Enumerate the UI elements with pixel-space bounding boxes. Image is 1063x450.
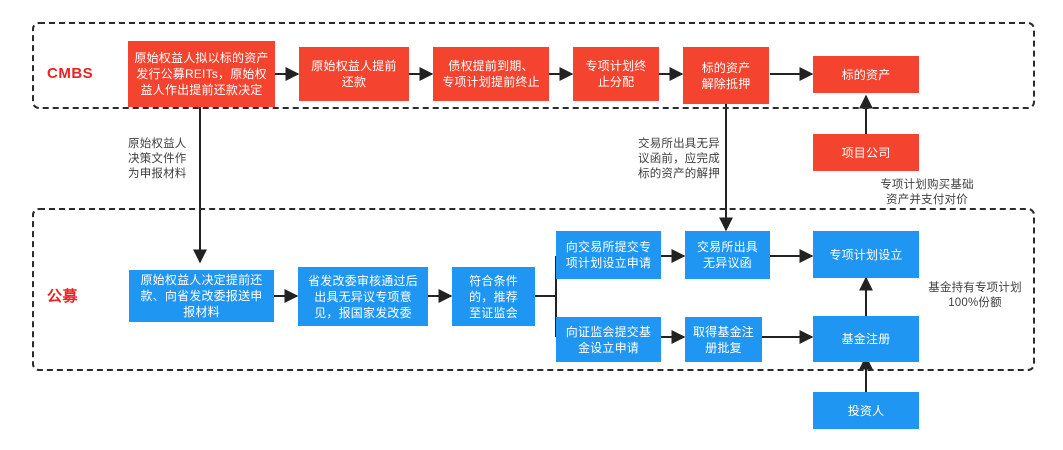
annotation-purchase-price: 专项计划购买基础 资产并支付对价 [880,179,974,206]
node-gongmu-step-2[interactable]: 省发改委审核通过后 出具无异议专项意 见，报国家发改委 [298,267,428,326]
annotation-decision-document: 原始权益人 决策文件作 为申报材料 [128,138,187,180]
group-label-gongmu: 公募 [47,288,79,305]
node-cmbs-step-6[interactable]: 标的资产 [813,56,919,93]
node-gongmu-step-4[interactable]: 向交易所提交专 项计划设立申请 [556,231,661,279]
node-gongmu-step-7[interactable]: 向证监会提交基 金设立申请 [556,317,661,362]
node-gongmu-step-3[interactable]: 符合条件 的，推荐 至证监会 [452,267,535,326]
node-cmbs-step-2[interactable]: 原始权益人提前 还款 [299,47,409,101]
node-gongmu-step-9[interactable]: 基金注册 [813,316,919,362]
node-project-company[interactable]: 项目公司 [813,134,919,171]
node-cmbs-step-3[interactable]: 债权提前到期、 专项计划提前终止 [433,47,549,101]
node-cmbs-step-5[interactable]: 标的资产 解除抵押 [683,47,769,104]
node-investor[interactable]: 投资人 [813,392,919,429]
node-gongmu-step-5[interactable]: 交易所出具 无异议函 [685,231,770,279]
annotation-fund-holding: 基金持有专项计划 100%份额 [928,282,1022,309]
group-label-cmbs: CMBS [47,65,94,82]
node-cmbs-step-4[interactable]: 专项计划终 止分配 [573,47,659,101]
annotation-release-pledge: 交易所出具无异 议函前，应完成 标的资产的解押 [638,138,720,180]
group-box-cmbs [32,22,1035,109]
node-gongmu-step-8[interactable]: 取得基金注 册批复 [685,317,762,362]
node-gongmu-step-1[interactable]: 原始权益人决定提前还 款、向省发改委报送申 报材料 [129,270,274,322]
node-gongmu-step-6[interactable]: 专项计划设立 [813,231,919,278]
group-box-gongmu [32,208,1035,371]
node-cmbs-step-1[interactable]: 原始权益人拟以标的资产 发行公募REITs，原始权 益人作出提前还款决定 [128,41,275,107]
